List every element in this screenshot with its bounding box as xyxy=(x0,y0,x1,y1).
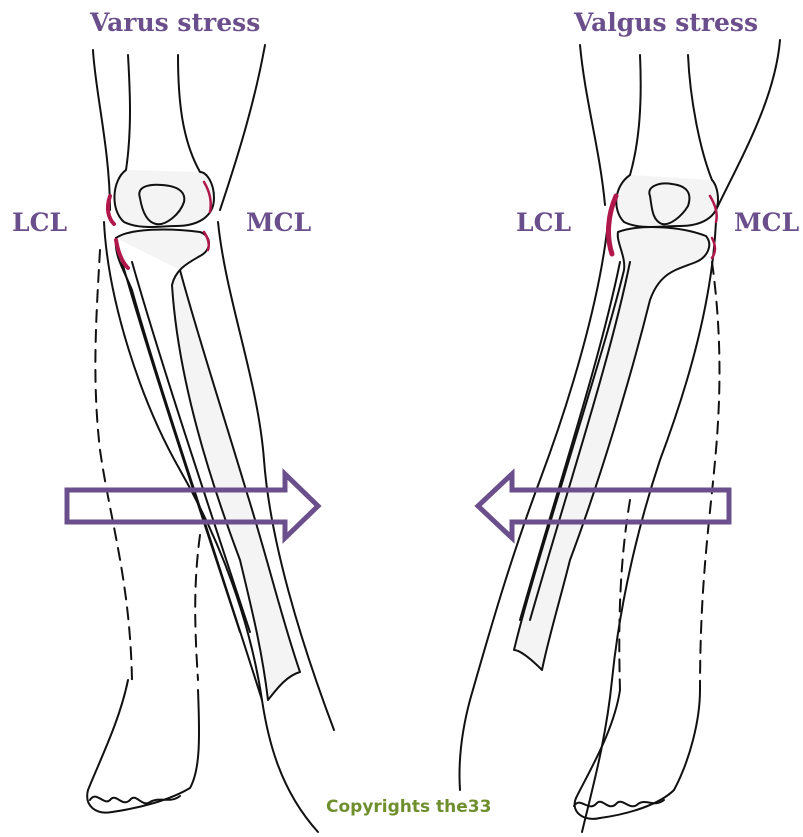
left-mcl-label: MCL xyxy=(246,208,311,237)
right-mcl-label: MCL xyxy=(734,208,799,237)
left-toes xyxy=(90,796,180,803)
left-femur-lateral xyxy=(126,55,130,170)
valgus-arrow-left xyxy=(478,474,729,538)
left-femur-medial xyxy=(178,55,200,172)
right-femur-medial xyxy=(688,55,712,180)
right-foot xyxy=(575,690,700,819)
valgus-title: Valgus stress xyxy=(574,8,758,37)
copyright-text: Copyrights the33 xyxy=(326,797,491,817)
left-lcl-label: LCL xyxy=(12,208,67,237)
right-lcl-label: LCL xyxy=(516,208,571,237)
right-dashed-outer xyxy=(700,262,719,690)
right-leg xyxy=(459,40,780,832)
left-dashed-inner xyxy=(195,535,200,680)
right-femur-lateral xyxy=(630,55,641,175)
right-leg-inner xyxy=(582,222,716,832)
left-dashed-outer xyxy=(95,250,132,680)
varus-title: Varus stress xyxy=(90,8,260,37)
left-thigh-outer xyxy=(93,50,110,210)
left-thigh-inner xyxy=(220,45,265,210)
left-leg xyxy=(87,45,334,832)
right-thigh-outer xyxy=(580,45,605,205)
right-tibia xyxy=(514,227,709,670)
left-foot xyxy=(87,680,199,813)
right-thigh-inner xyxy=(716,40,780,210)
right-lcl xyxy=(609,196,616,254)
